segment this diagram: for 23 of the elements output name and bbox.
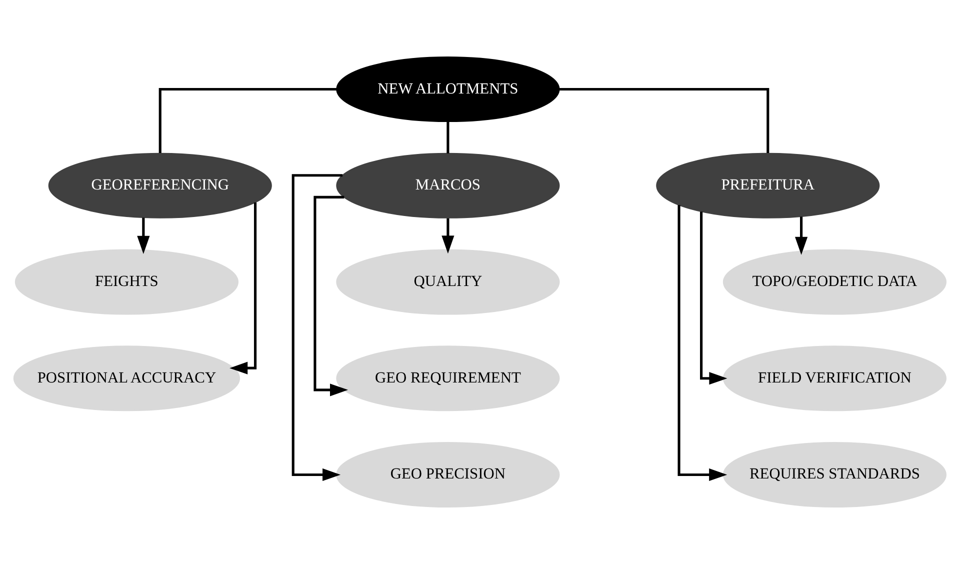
arrow <box>678 204 728 481</box>
node-ellipse: REQUIRES STANDARDS <box>722 441 946 507</box>
node-ellipse: MARCOS <box>336 152 560 218</box>
node-ellipse: TOPO/GEODETIC DATA <box>722 248 946 314</box>
arrow <box>700 211 728 384</box>
node-ellipse: QUALITY <box>336 248 560 314</box>
arrow <box>314 195 348 396</box>
connector <box>446 121 450 153</box>
node-ellipse: FEIGHTS <box>14 248 238 314</box>
node-ellipse: GEO REQUIREMENT <box>336 345 560 411</box>
node-ellipse: GEOREFERENCING <box>48 152 272 218</box>
arrow <box>794 216 808 254</box>
node-ellipse: PREFEITURA <box>656 152 880 218</box>
connector <box>559 87 770 152</box>
arrow <box>442 218 454 254</box>
arrow <box>292 174 343 481</box>
arrow <box>137 217 150 254</box>
node-ellipse: GEO PRECISION <box>336 441 560 507</box>
node-ellipse: NEW ALLOTMENTS <box>336 56 560 122</box>
arrow <box>230 202 257 374</box>
node-ellipse: FIELD VERIFICATION <box>722 345 946 411</box>
node-ellipse: POSITIONAL ACCURACY <box>13 345 240 411</box>
connector <box>158 87 337 152</box>
